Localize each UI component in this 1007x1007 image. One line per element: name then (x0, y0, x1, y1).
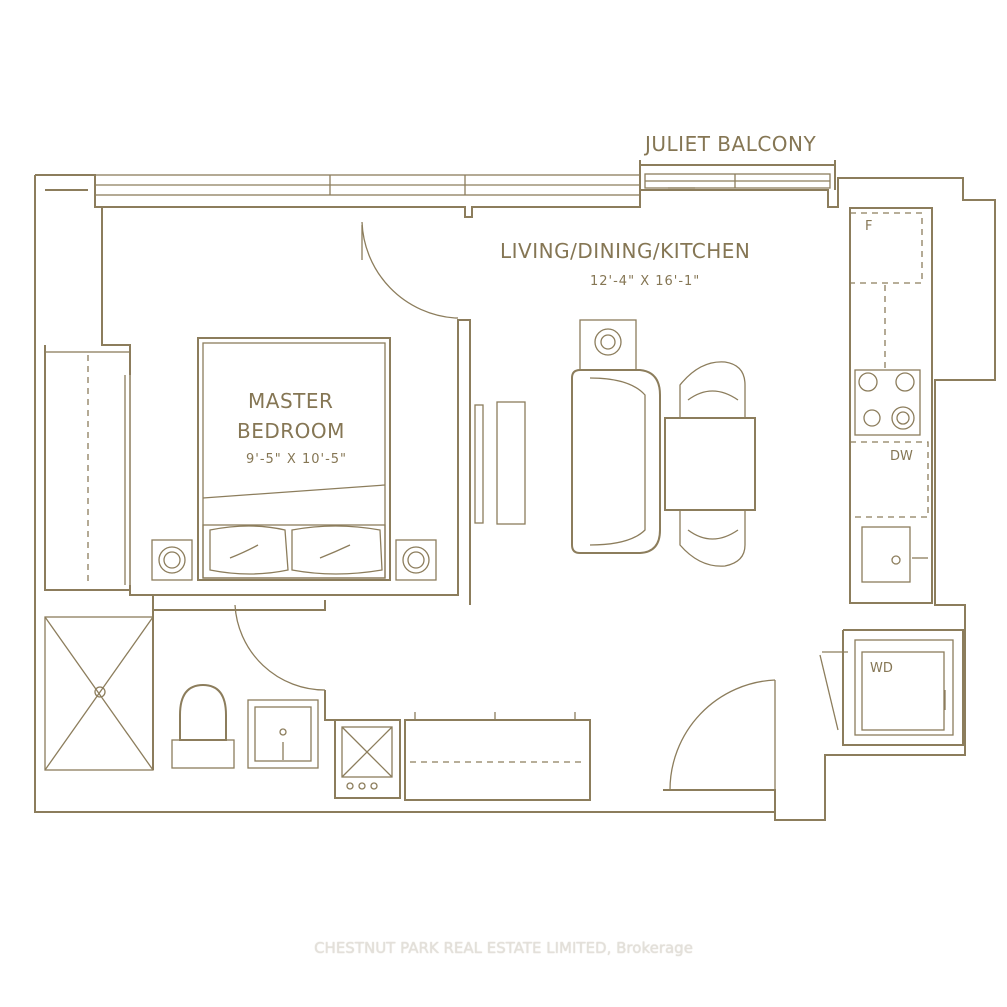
tv-console (474, 401, 526, 525)
bedroom-dimensions: 9'-5" X 10'-5" (246, 452, 347, 467)
bedroom-door (361, 221, 458, 319)
living-title: LIVING/DINING/KITCHEN (500, 239, 750, 263)
living-dimensions: 12'-4" X 16'-1" (590, 274, 700, 289)
dishwasher-label: DW (890, 449, 913, 464)
fridge-label: F (865, 219, 872, 234)
washer-dryer-label: WD (870, 661, 893, 676)
side-table (579, 319, 637, 371)
bathroom (44, 595, 335, 771)
bed: MASTER BEDROOM 9'-5" X 10'-5" (197, 337, 391, 581)
bedroom-title-line1: MASTER (248, 389, 333, 413)
kitchen-counter: F DW (849, 207, 933, 604)
watermark-text: CHESTNUT PARK REAL ESTATE LIMITED, Broke… (314, 939, 693, 957)
entry-closet (334, 712, 591, 801)
nightstand-left (151, 539, 193, 581)
juliet-balcony: JULIET BALCONY (639, 132, 836, 190)
dining-table (664, 361, 756, 567)
bedroom-walls (44, 207, 471, 605)
entry-door (663, 679, 776, 800)
nightstand-right (395, 539, 437, 581)
window-strip (94, 174, 641, 196)
laundry-closet: WD (819, 629, 964, 746)
bedroom-title-line2: BEDROOM (237, 419, 345, 443)
juliet-balcony-label: JULIET BALCONY (643, 132, 817, 156)
exterior-walls (34, 174, 996, 821)
sofa (571, 369, 661, 554)
